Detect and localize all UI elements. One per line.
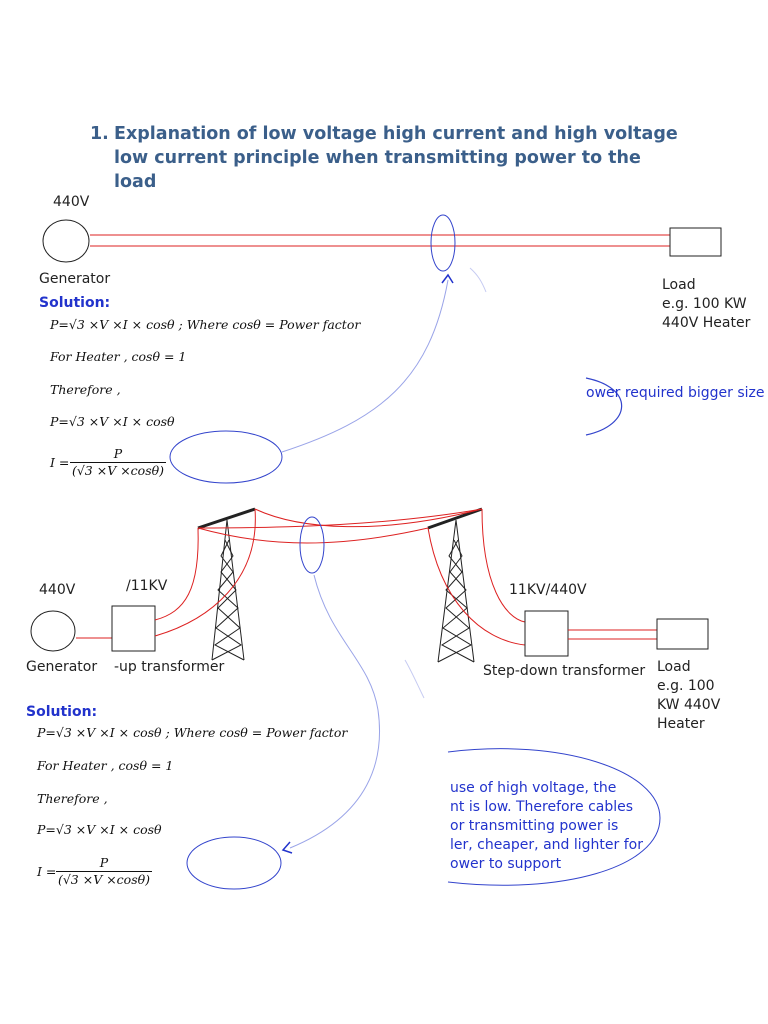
hv-wire-down-2 [481, 508, 526, 623]
stepdown-transformer-label: Step-down transformer [483, 663, 646, 679]
fraction-denominator: (√3 ×V ×cosθ) [57, 872, 151, 887]
hv-wire-up-2 [154, 508, 256, 637]
hv-span-3 [197, 508, 483, 529]
diagram-low-voltage [42, 214, 722, 484]
note-ellipse [447, 748, 661, 886]
transmission-tower-right [427, 507, 483, 663]
note-line: use of high voltage, the [450, 780, 617, 796]
generator-label: Generator [39, 271, 111, 287]
annotation-curve [281, 279, 449, 453]
result-highlight-ellipse-2 [186, 836, 282, 890]
current-highlight-circle [430, 214, 456, 272]
annotation-curve-small-2 [404, 659, 425, 699]
stepup-transformer [111, 605, 156, 652]
power-equation-repeat: P=√3 ×V ×I × cosθ [50, 414, 175, 429]
load-line: 440V Heater [662, 315, 751, 331]
power-factor-equation: For Heater , cosθ = 1 [50, 349, 187, 364]
load-label-2: Load e.g. 100 KW 440V Heater [657, 658, 720, 734]
solution-label: Solution: [39, 295, 111, 311]
fraction-numerator: P [113, 446, 123, 461]
current-highlight-circle-2 [299, 516, 325, 574]
power-equation: P=√3 ×V ×I × cosθ ; Where cosθ = Power f… [50, 317, 361, 332]
note-bracket [585, 377, 623, 436]
generator-symbol-2 [30, 610, 76, 652]
heading-number: 1. [90, 124, 109, 144]
annotation-curve-2 [289, 574, 381, 849]
solution-label-2: Solution: [26, 704, 98, 720]
therefore-text-2: Therefore , [37, 791, 108, 806]
power-factor-equation-2: For Heater , cosθ = 1 [37, 758, 174, 773]
high-voltage-note: use of high voltage, the nt is low. Ther… [450, 779, 643, 874]
bigger-size-note: ower required bigger size [586, 385, 765, 401]
stepup-ratio-label: /11KV [126, 578, 168, 594]
voltage-label-2: 440V [39, 582, 76, 598]
stepdown-transformer [524, 610, 569, 657]
fraction-numerator: P [99, 855, 109, 870]
note-line: ler, cheaper, and lighter for [450, 837, 643, 853]
fraction-bar [70, 462, 166, 463]
hv-wire-down-1 [427, 527, 526, 646]
stepdown-ratio-label: 11KV/440V [509, 582, 587, 598]
note-line: or transmitting power is [450, 818, 619, 834]
heading-text: Explanation of low voltage high current … [114, 124, 678, 192]
generator-symbol [42, 219, 90, 263]
hv-span-1 [197, 527, 429, 544]
fraction-bar [56, 871, 152, 872]
current-equation-lhs-2: I = [37, 864, 57, 879]
hv-wire-up-1 [154, 527, 199, 621]
load-line: Load [662, 277, 696, 293]
load-box [669, 227, 722, 257]
result-highlight-ellipse [169, 430, 283, 484]
generator-label-2: Generator [26, 659, 98, 675]
load-line: Load [657, 659, 691, 675]
current-fraction-2: P (√3 ×V ×cosθ) [56, 855, 152, 889]
power-equation-2: P=√3 ×V ×I × cosθ ; Where cosθ = Power f… [37, 725, 348, 740]
note-line: ower to support [450, 856, 562, 872]
annotation-curve-small [469, 267, 487, 293]
diagram-high-voltage [30, 507, 709, 890]
current-fraction: P (√3 ×V ×cosθ) [70, 446, 166, 480]
load-label: Load e.g. 100 KW 440V Heater [662, 276, 750, 333]
arrow-head-icon-2 [281, 841, 293, 854]
load-line: KW 440V [657, 697, 721, 713]
load-line: Heater [657, 716, 705, 732]
load-line: e.g. 100 [657, 678, 715, 694]
hv-span-2 [254, 508, 483, 528]
stepup-transformer-label: -up transformer [114, 659, 225, 675]
arrow-head-icon [441, 273, 454, 284]
transmission-tower-left [197, 507, 256, 661]
power-equation-repeat-2: P=√3 ×V ×I × cosθ [37, 822, 162, 837]
voltage-label: 440V [53, 194, 90, 210]
current-equation-lhs: I = [50, 455, 70, 470]
load-box-2 [656, 618, 709, 650]
therefore-text: Therefore , [50, 382, 121, 397]
fraction-denominator: (√3 ×V ×cosθ) [71, 463, 165, 478]
note-line: nt is low. Therefore cables [450, 799, 634, 815]
load-line: e.g. 100 KW [662, 296, 747, 312]
